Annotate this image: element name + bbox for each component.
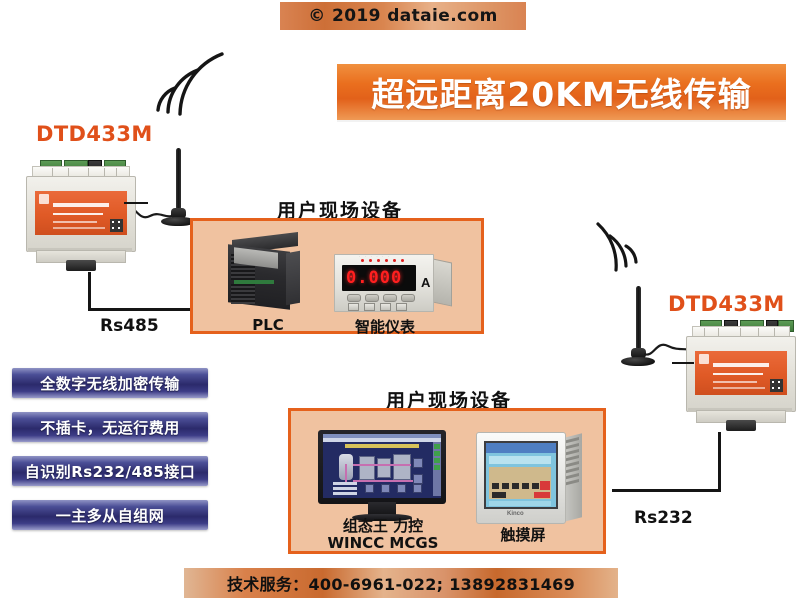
module-front-label-right	[695, 351, 787, 395]
contact-text: 技术服务：400-6961-022; 13892831469	[226, 575, 576, 594]
smart-meter-caption: 智能仪表	[354, 318, 415, 336]
hmi-caption: 触摸屏	[500, 526, 546, 544]
scada-caption-line2: WINCC MCGS	[327, 534, 439, 553]
wire-left-vertical	[88, 272, 91, 310]
feature-badge-2[interactable]: 不插卡，无运行费用	[12, 412, 208, 442]
hmi-screen	[484, 441, 558, 509]
field-devices-heading-top: 用户现场设备	[277, 200, 404, 222]
dtd433m-module-right	[686, 320, 798, 436]
meter-display-value: 0.000	[346, 268, 403, 288]
wireless-signal-icon-left	[156, 52, 224, 116]
dtd433m-module-left	[26, 160, 138, 276]
scada-caption: 组态王 力控 WINCC MCGS	[322, 517, 444, 553]
scada-monitor-image	[318, 430, 446, 522]
qr-code-icon	[110, 219, 123, 232]
feature-badge-list: 全数字无线加密传输 不插卡，无运行费用 自识别Rs232/485接口 一主多从自…	[12, 368, 212, 544]
module-front-label	[35, 191, 127, 235]
model-label-right: DTD433M	[668, 292, 785, 316]
module-body-right	[686, 336, 796, 412]
feature-badge-4-label: 一主多从自组网	[55, 506, 165, 525]
meter-display-unit: A	[421, 275, 431, 290]
antenna-lead-left	[124, 202, 148, 204]
scada-caption-line1: 组态王 力控	[342, 517, 424, 535]
meter-indicator-labels: · · · · · ·	[359, 254, 392, 258]
copyright-text: © 2019 dataie.com	[308, 6, 498, 26]
wire-right-horizontal	[612, 489, 721, 492]
hmi-brand-mark: Kinco	[507, 511, 524, 517]
feature-badge-4[interactable]: 一主多从自组网	[12, 500, 208, 530]
db9-connector	[66, 260, 96, 271]
wire-left-horizontal	[88, 308, 192, 311]
field-devices-heading-bottom: 用户现场设备	[386, 390, 513, 412]
meter-led-row	[361, 259, 404, 262]
antenna-lead-right	[672, 362, 694, 364]
plc-device-image	[228, 231, 300, 310]
wireless-signal-icon-right	[596, 222, 638, 272]
contact-bar: 技术服务：400-6961-022; 13892831469	[184, 568, 618, 598]
meter-display: 0.000	[342, 265, 416, 291]
qr-code-icon-right	[770, 379, 783, 392]
scada-screen	[323, 434, 441, 498]
main-title-banner: 超远距离20KM无线传输	[337, 64, 786, 120]
meter-button-row-2[interactable]	[348, 303, 407, 311]
feature-badge-2-label: 不插卡，无运行费用	[40, 418, 180, 437]
page-title: 超远距离20KM无线传输	[371, 75, 752, 114]
interface-label-rs232: Rs232	[634, 508, 693, 528]
module-body	[26, 176, 136, 252]
feature-badge-3[interactable]: 自识别Rs232/485接口	[12, 456, 208, 486]
feature-badge-1-label: 全数字无线加密传输	[40, 374, 180, 393]
plc-caption: PLC	[252, 316, 284, 334]
db9-connector-right	[726, 420, 756, 431]
model-label-left: DTD433M	[36, 122, 153, 146]
copyright-banner: © 2019 dataie.com	[280, 2, 526, 30]
smart-meter-image: · · · · · · 0.000 A	[334, 252, 454, 314]
meter-button-row-1[interactable]	[347, 294, 415, 302]
interface-label-rs485: Rs485	[100, 316, 159, 336]
hmi-touchscreen-image: Kinco	[476, 432, 584, 526]
feature-badge-1[interactable]: 全数字无线加密传输	[12, 368, 208, 398]
feature-badge-3-label: 自识别Rs232/485接口	[24, 462, 196, 481]
wire-right-vertical	[718, 432, 721, 492]
